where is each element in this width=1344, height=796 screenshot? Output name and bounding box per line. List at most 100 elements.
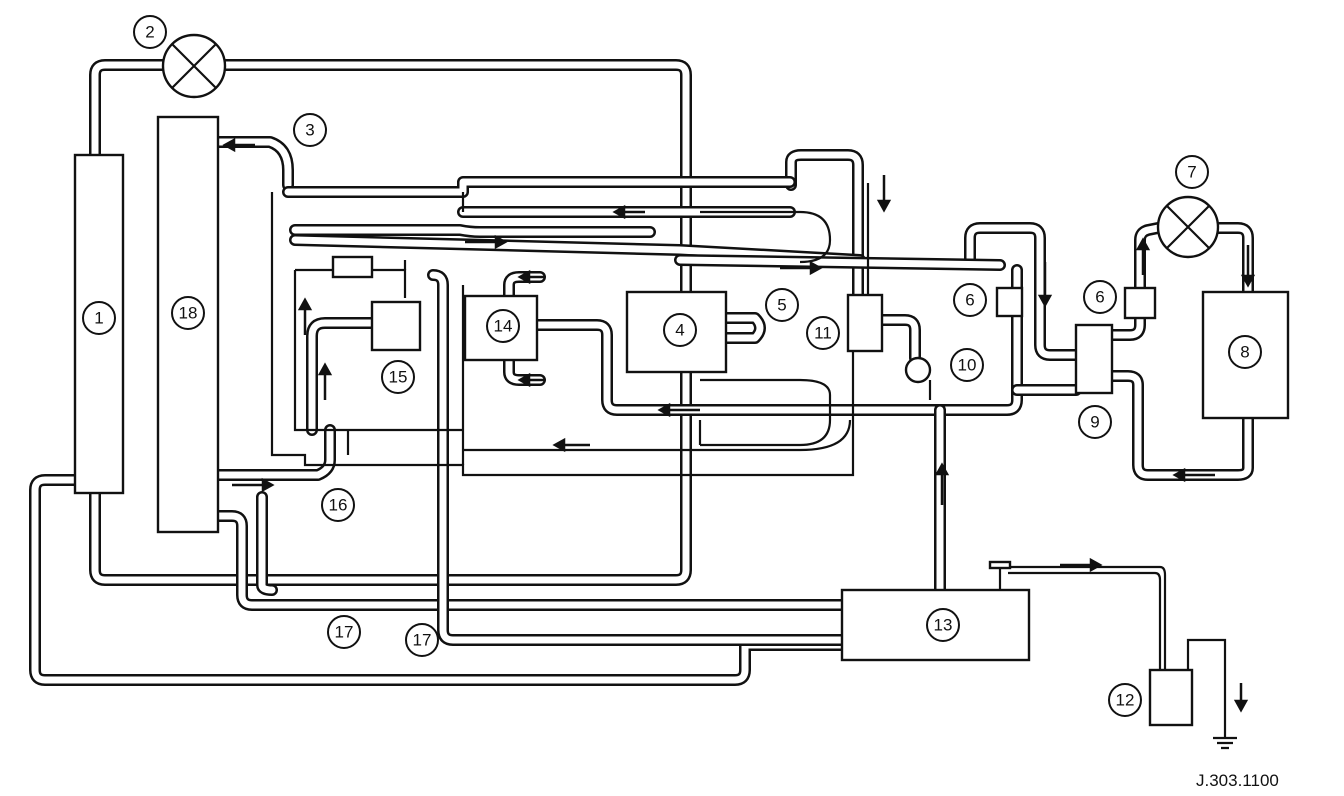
component-15 bbox=[370, 300, 422, 352]
callout-6-left: 6 bbox=[953, 283, 987, 317]
flow-arrow-head bbox=[261, 477, 275, 493]
svg-text:6: 6 bbox=[1095, 288, 1104, 307]
callout-18: 18 bbox=[171, 296, 205, 330]
hose-bore bbox=[722, 314, 764, 342]
callout-5: 5 bbox=[765, 288, 799, 322]
component-15-sensor bbox=[331, 255, 374, 279]
svg-text:8: 8 bbox=[1240, 343, 1249, 362]
svg-text:2: 2 bbox=[145, 23, 154, 42]
svg-text:3: 3 bbox=[305, 121, 314, 140]
callout-12: 12 bbox=[1108, 683, 1142, 717]
hose-outline bbox=[876, 314, 921, 364]
callout-10: 10 bbox=[950, 348, 984, 382]
hose-bore bbox=[1108, 224, 1162, 339]
hose-outline bbox=[306, 317, 379, 436]
hose-bore bbox=[1108, 372, 1252, 479]
flow-arrow-head bbox=[1037, 294, 1053, 308]
flow-arrow-head bbox=[1135, 237, 1151, 251]
hose-bore bbox=[676, 256, 1004, 269]
component-6-left bbox=[995, 286, 1024, 318]
hose-bore bbox=[284, 178, 794, 196]
flow-arrow-head bbox=[297, 297, 313, 311]
callout-8: 8 bbox=[1228, 335, 1262, 369]
hose-outline bbox=[212, 424, 336, 481]
hose-bore bbox=[308, 319, 377, 434]
svg-text:17: 17 bbox=[413, 631, 432, 650]
callout-17-left: 17 bbox=[327, 615, 361, 649]
callout-7: 7 bbox=[1175, 155, 1209, 189]
hose-bore bbox=[214, 426, 334, 479]
flow-arrow-head bbox=[552, 437, 566, 453]
component-12 bbox=[1148, 668, 1194, 727]
callout-6-right: 6 bbox=[1083, 280, 1117, 314]
svg-text:14: 14 bbox=[494, 317, 513, 336]
flow-arrow-head bbox=[494, 234, 508, 250]
svg-text:12: 12 bbox=[1116, 691, 1135, 710]
callout-4: 4 bbox=[663, 313, 697, 347]
hose-bore bbox=[214, 138, 292, 189]
flow-arrow-head bbox=[934, 462, 950, 476]
svg-text:1: 1 bbox=[94, 309, 103, 328]
svg-text:10: 10 bbox=[958, 356, 977, 375]
callout-16: 16 bbox=[321, 488, 355, 522]
flow-arrow-head bbox=[222, 137, 236, 153]
hose-bore bbox=[31, 476, 846, 684]
component-6-right bbox=[1123, 286, 1157, 320]
flow-arrow-head bbox=[809, 260, 823, 276]
flow-arrow-head bbox=[1172, 467, 1186, 483]
thin-lines bbox=[270, 183, 1237, 750]
reference-code: J.303.1100 bbox=[1196, 771, 1279, 790]
hose-bore bbox=[533, 306, 1021, 414]
component-14 bbox=[463, 294, 539, 362]
svg-text:13: 13 bbox=[934, 616, 953, 635]
hose-bore bbox=[878, 316, 919, 362]
valve-2-icon bbox=[161, 33, 227, 99]
hose-bore bbox=[966, 224, 1080, 359]
flow-arrow-head bbox=[612, 204, 626, 220]
hose-bore bbox=[291, 226, 654, 236]
component-10 bbox=[904, 356, 932, 384]
flow-arrow-head bbox=[1233, 699, 1249, 713]
component-11 bbox=[846, 293, 884, 353]
svg-text:6: 6 bbox=[965, 291, 974, 310]
callout-9: 9 bbox=[1078, 405, 1112, 439]
hose-bore bbox=[91, 366, 690, 584]
flow-arrow-head bbox=[317, 362, 333, 376]
tank-cap bbox=[988, 560, 1012, 570]
svg-text:9: 9 bbox=[1090, 413, 1099, 432]
svg-text:16: 16 bbox=[329, 496, 348, 515]
flow-arrow-head bbox=[517, 372, 531, 388]
hose-outline bbox=[1212, 222, 1254, 298]
callouts: 1 2 3 4 5 6 6 7 8 9 10 11 12 13 14 15 16… bbox=[82, 15, 1262, 717]
hose-bore bbox=[1214, 224, 1252, 296]
hose-bore bbox=[787, 151, 862, 299]
svg-text:18: 18 bbox=[179, 304, 198, 323]
callout-2: 2 bbox=[133, 15, 167, 49]
callout-1: 1 bbox=[82, 301, 116, 335]
hose-bore bbox=[429, 271, 846, 644]
hose-outline bbox=[785, 149, 864, 301]
hose-bore bbox=[258, 493, 276, 594]
svg-text:5: 5 bbox=[777, 296, 786, 315]
svg-text:11: 11 bbox=[814, 324, 832, 343]
flow-arrow-head bbox=[1240, 274, 1256, 288]
hose-outline bbox=[212, 510, 848, 611]
svg-text:17: 17 bbox=[335, 623, 354, 642]
callout-11: 11 bbox=[806, 316, 840, 350]
callout-13: 13 bbox=[926, 608, 960, 642]
flow-arrow-head bbox=[1089, 557, 1103, 573]
valve-7-icon bbox=[1156, 195, 1220, 259]
flow-arrow-head bbox=[657, 402, 671, 418]
callout-14: 14 bbox=[486, 309, 520, 343]
flow-arrows bbox=[222, 137, 1256, 713]
svg-text:15: 15 bbox=[389, 368, 408, 387]
callout-17-right: 17 bbox=[405, 623, 439, 657]
components bbox=[73, 33, 1290, 727]
flow-arrow-head bbox=[876, 199, 892, 213]
callout-15: 15 bbox=[381, 360, 415, 394]
svg-text:7: 7 bbox=[1187, 163, 1196, 182]
flow-arrow-head bbox=[517, 269, 531, 285]
svg-text:4: 4 bbox=[675, 321, 684, 340]
hose-bore bbox=[214, 512, 846, 609]
